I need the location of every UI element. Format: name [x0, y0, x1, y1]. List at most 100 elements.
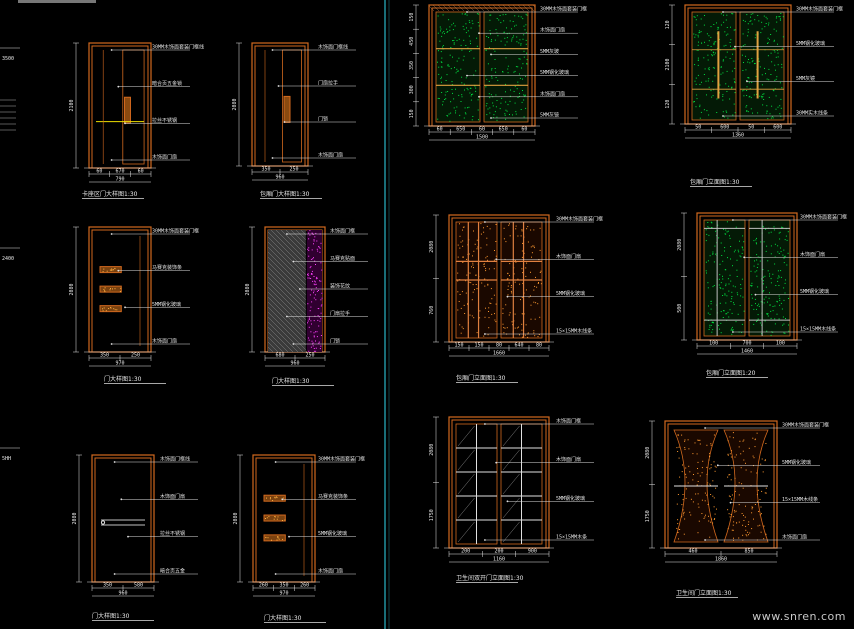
- glass-speckle: [765, 296, 767, 298]
- glass-speckle: [687, 439, 689, 441]
- glass-speckle: [754, 446, 756, 448]
- glass-speckle: [695, 34, 697, 36]
- glass-speckle: [308, 316, 310, 318]
- glass-speckle: [719, 263, 721, 265]
- glass-speckle: [731, 86, 733, 88]
- glass-speckle: [758, 20, 760, 22]
- callout-dot: [274, 461, 277, 463]
- callout-label: 门扇拉手: [330, 310, 350, 317]
- glass-speckle: [727, 117, 729, 119]
- glass-speckle: [448, 19, 450, 21]
- glass-speckle: [728, 283, 730, 285]
- glass-speckle: [531, 256, 532, 258]
- glass-speckle: [692, 501, 694, 503]
- glass-speckle: [728, 85, 730, 87]
- glass-speckle: [747, 35, 749, 37]
- glass-speckle: [102, 308, 103, 310]
- glass-speckle: [467, 303, 468, 305]
- glass-speckle: [519, 39, 521, 41]
- glass-speckle: [715, 466, 717, 468]
- glass-speckle: [698, 32, 700, 34]
- glass-speckle: [445, 91, 447, 93]
- glass-speckle: [723, 310, 725, 312]
- glass-speckle: [530, 246, 532, 248]
- glass-speckle: [778, 285, 780, 286]
- callout-label: 5MM钢化玻璃: [796, 40, 825, 47]
- glass-speckle: [459, 114, 461, 116]
- glass-speckle: [782, 226, 784, 228]
- glass-speckle: [722, 288, 724, 290]
- glass-speckle: [454, 67, 455, 69]
- glass-speckle: [745, 462, 746, 464]
- glass-speckle: [729, 496, 731, 498]
- glass-speckle: [468, 253, 470, 255]
- glass-speckle: [742, 296, 744, 298]
- glass-speckle: [282, 520, 283, 521]
- glass-speckle: [483, 335, 485, 337]
- glass-speckle: [441, 35, 443, 37]
- vertical-dimension-value: 150: [409, 109, 415, 118]
- glass-speckle: [446, 28, 448, 30]
- vertical-dimension-value: 2080: [645, 447, 651, 459]
- hatch-line: [270, 229, 306, 265]
- glass-speckle: [748, 82, 750, 84]
- glass-speckle: [697, 64, 699, 66]
- glass-speckle: [714, 518, 716, 520]
- glass-speckle: [311, 323, 312, 325]
- glass-speckle: [724, 294, 726, 296]
- hatch-line: [507, 4, 515, 12]
- glass-speckle: [487, 108, 489, 110]
- glass-speckle: [763, 15, 765, 17]
- glass-speckle: [777, 52, 779, 54]
- glass-speckle: [742, 440, 744, 442]
- glass-speckle: [684, 448, 686, 450]
- horizontal-dimension-value: 200: [494, 549, 503, 555]
- glass-speckle: [719, 328, 720, 330]
- glass-speckle: [307, 303, 309, 305]
- glass-speckle: [697, 34, 699, 36]
- glass-speckle: [535, 302, 537, 304]
- glass-speckle: [697, 49, 699, 51]
- glass-speckle: [725, 19, 727, 21]
- glass-speckle: [757, 112, 759, 114]
- callout-dot: [704, 427, 706, 429]
- glass-speckle: [478, 119, 479, 121]
- glass-speckle: [726, 111, 728, 113]
- glass-speckle: [442, 45, 444, 47]
- glass-speckle: [746, 105, 748, 107]
- glass-speckle: [475, 284, 477, 285]
- glass-speckle: [472, 23, 474, 25]
- glass-speckle: [483, 227, 484, 229]
- glass-speckle: [462, 256, 464, 258]
- glass-speckle: [774, 243, 776, 245]
- glass-speckle: [120, 287, 122, 289]
- glass-speckle: [483, 263, 485, 265]
- callout-dot: [113, 573, 116, 575]
- glass-speckle: [713, 519, 715, 520]
- glass-speckle: [518, 15, 520, 17]
- glass-speckle: [760, 241, 762, 243]
- glass-speckle: [707, 80, 709, 82]
- hatch-line: [487, 4, 495, 12]
- glass-speckle: [505, 109, 507, 111]
- glass-speckle: [743, 520, 745, 521]
- glass-speckle: [739, 305, 741, 306]
- glass-speckle: [503, 20, 505, 22]
- glass-speckle: [438, 66, 440, 68]
- glass-speckle: [760, 531, 762, 533]
- glass-speckle: [487, 259, 488, 261]
- glass-speckle: [468, 20, 470, 22]
- glass-speckle: [729, 98, 731, 100]
- glass-speckle: [104, 287, 106, 289]
- glass-speckle: [537, 303, 539, 305]
- glass-speckle: [763, 302, 765, 304]
- glass-speckle: [446, 74, 448, 76]
- glass-speckle: [786, 239, 788, 241]
- glass-speckle: [494, 59, 496, 60]
- glass-speckle: [506, 110, 508, 112]
- decor-slot: [99, 305, 122, 313]
- glass-speckle: [269, 498, 271, 500]
- glass-speckle: [313, 243, 314, 245]
- glass-speckle: [447, 31, 449, 32]
- glass-speckle: [773, 39, 775, 41]
